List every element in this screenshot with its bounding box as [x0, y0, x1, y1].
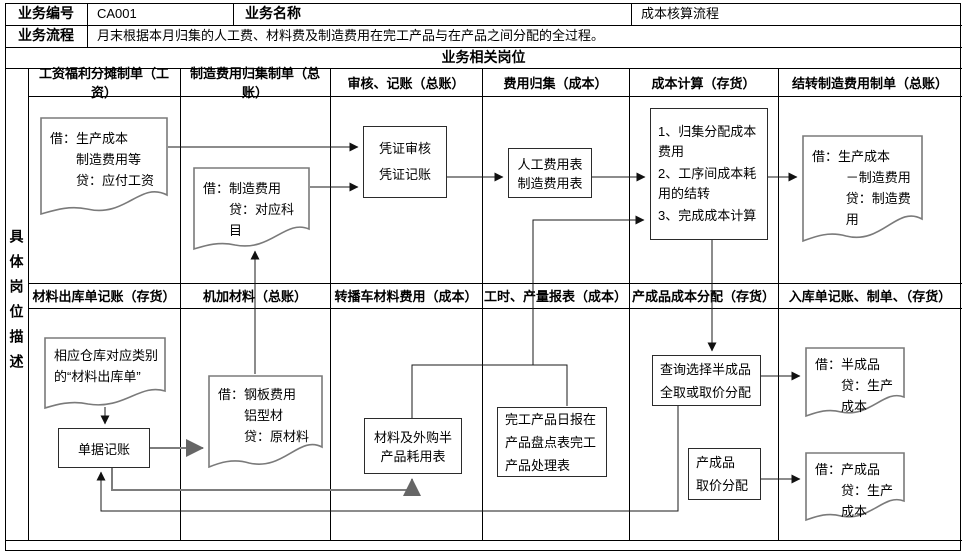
- doc-line: 贷：生产成本: [841, 483, 894, 519]
- box-line: 3、完成成本计算: [658, 208, 757, 223]
- column-header-bottom-3: 转播车材料费用（成本）: [334, 289, 478, 304]
- column-header-bottom-5: 产成品成本分配（存货）: [631, 289, 775, 304]
- doc-outline: [805, 347, 905, 418]
- box-expense-tables: 人工费用表 制造费用表: [508, 148, 592, 198]
- grid-line: [28, 308, 962, 309]
- grid-line: [5, 540, 962, 541]
- doc-outline: [805, 452, 905, 522]
- doc-outline: [208, 375, 323, 469]
- box-line: 产品盘点表完工: [505, 434, 597, 450]
- box-line: 人工费用表: [517, 157, 583, 172]
- doc-line: 贷：原材料: [244, 429, 310, 444]
- business-name-label: 业务名称: [245, 5, 301, 22]
- grid-line: [5, 25, 962, 26]
- doc-voucher-semi: 借：半成品 贷：生产成本: [805, 347, 905, 418]
- box-line: 凭证审核: [378, 141, 431, 156]
- arrow-querysemi-to-posting-feedback: [96, 406, 679, 512]
- grid-line: [233, 3, 234, 25]
- column-header-top-6: 结转制造费用制单（总账）: [791, 75, 948, 91]
- process-description: 月末根据本月归集的人工费、材料费及制造费用在完工产品与在产品之间分配的全过程。: [97, 27, 605, 43]
- grid-line: [180, 68, 181, 540]
- box-finished-pricing: 产成品 取价分配: [688, 448, 761, 500]
- grid-line: [5, 68, 962, 69]
- process-label: 业务流程: [18, 27, 74, 44]
- box-line: 材料及外购半: [373, 430, 452, 445]
- box-line: 制造费用表: [517, 176, 583, 191]
- grid-line: [482, 68, 483, 540]
- grid-line: [28, 96, 962, 97]
- doc-voucher-wage: 借：生产成本 制造费用等 贷：应付工资: [40, 117, 168, 217]
- box-line: 2、工序间成本耗用的结转: [658, 166, 757, 201]
- doc-line: 制造费用等: [76, 152, 142, 167]
- box-line: 全取或取价分配: [660, 384, 752, 400]
- box-cost-calc: 1、归集分配成本费用 2、工序间成本耗用的结转 3、完成成本计算: [650, 108, 768, 240]
- doc-line: 相应仓库对应类别: [54, 348, 159, 363]
- box-audit: 凭证审核 凭证记账: [363, 126, 447, 198]
- column-header-bottom-4: 工时、产量报表（成本）: [484, 289, 628, 304]
- grid-line: [778, 68, 779, 540]
- column-header-bottom-1: 材料出库单记账（存货）: [32, 289, 176, 304]
- box-line: 取价分配: [696, 478, 749, 493]
- column-header-top-5: 成本计算（存货）: [651, 75, 756, 91]
- doc-outline: [802, 135, 923, 243]
- business-no-value: CA001: [97, 5, 137, 21]
- column-header-top-3: 审核、记账（总账）: [347, 75, 465, 91]
- box-line: 凭证记账: [378, 167, 431, 182]
- grid-line: [5, 47, 962, 48]
- doc-outline: [44, 337, 166, 410]
- doc-line: 贷：生产成本: [841, 378, 894, 414]
- doc-line: 的“材料出库单”: [54, 369, 141, 384]
- box-line: 单据记账: [77, 441, 130, 457]
- grid-line: [28, 283, 962, 284]
- arrow-tables-to-costcalc: [532, 215, 645, 365]
- doc-line: 借：半成品: [815, 357, 881, 372]
- box-query-semi: 查询选择半成品 全取或取价分配: [652, 355, 761, 406]
- box-material-consumption: 材料及外购半 产品耗用表: [364, 418, 462, 474]
- business-no-label: 业务编号: [18, 5, 74, 22]
- doc-outline: [40, 117, 168, 216]
- grid-line: [631, 3, 632, 25]
- arrow-posting-to-consumption: [111, 468, 421, 496]
- box-line: 产成品: [696, 455, 736, 470]
- doc-line: 贷：制造费用: [845, 191, 911, 227]
- box-line: 产品处理表: [505, 457, 571, 473]
- doc-line: 借：生产成本: [812, 149, 891, 164]
- doc-line: －制造费用: [845, 170, 911, 185]
- box-line: 查询选择半成品: [660, 361, 752, 377]
- doc-line: 贷：应付工资: [76, 173, 155, 188]
- doc-material-issue: 相应仓库对应类别 的“材料出库单”: [44, 337, 166, 410]
- box-line: 产品耗用表: [380, 449, 446, 464]
- side-label: 具体岗位描述: [8, 229, 25, 379]
- doc-line: 贷：对应科目: [229, 202, 295, 238]
- column-header-bottom-6: 入库单记账、制单、（存货）: [788, 289, 952, 304]
- box-doc-posting: 单据记账: [58, 428, 150, 468]
- doc-line: 借：产成品: [815, 462, 881, 477]
- grid-line: [629, 68, 630, 540]
- doc-line: 借：制造费用: [203, 181, 282, 196]
- doc-voucher-material: 借：钢板费用 铝型材 贷：原材料: [208, 375, 323, 470]
- doc-line: 借：钢板费用: [218, 387, 297, 402]
- doc-voucher-finished: 借：产成品 贷：生产成本: [805, 452, 905, 522]
- doc-voucher-mfg: 借：制造费用 贷：对应科目: [193, 167, 310, 252]
- column-header-top-4: 费用归集（成本）: [503, 75, 608, 91]
- table-outer-border: [5, 3, 961, 551]
- business-name-value: 成本核算流程: [641, 5, 720, 21]
- doc-outline: [193, 167, 310, 251]
- box-daily-report: 完工产品日报在 产品盘点表完工 产品处理表: [497, 407, 607, 477]
- grid-line: [87, 3, 88, 47]
- doc-line: 铝型材: [244, 408, 284, 423]
- doc-voucher-transfer: 借：生产成本 －制造费用 贷：制造费用: [802, 135, 923, 244]
- connector-tables-merge: [411, 364, 568, 418]
- box-line: 完工产品日报在: [505, 411, 597, 427]
- doc-line: 借：生产成本: [50, 131, 129, 146]
- section-title: 业务相关岗位: [441, 48, 526, 65]
- grid-line: [28, 68, 29, 540]
- grid-line: [330, 68, 331, 540]
- box-line: 1、归集分配成本费用: [658, 124, 757, 159]
